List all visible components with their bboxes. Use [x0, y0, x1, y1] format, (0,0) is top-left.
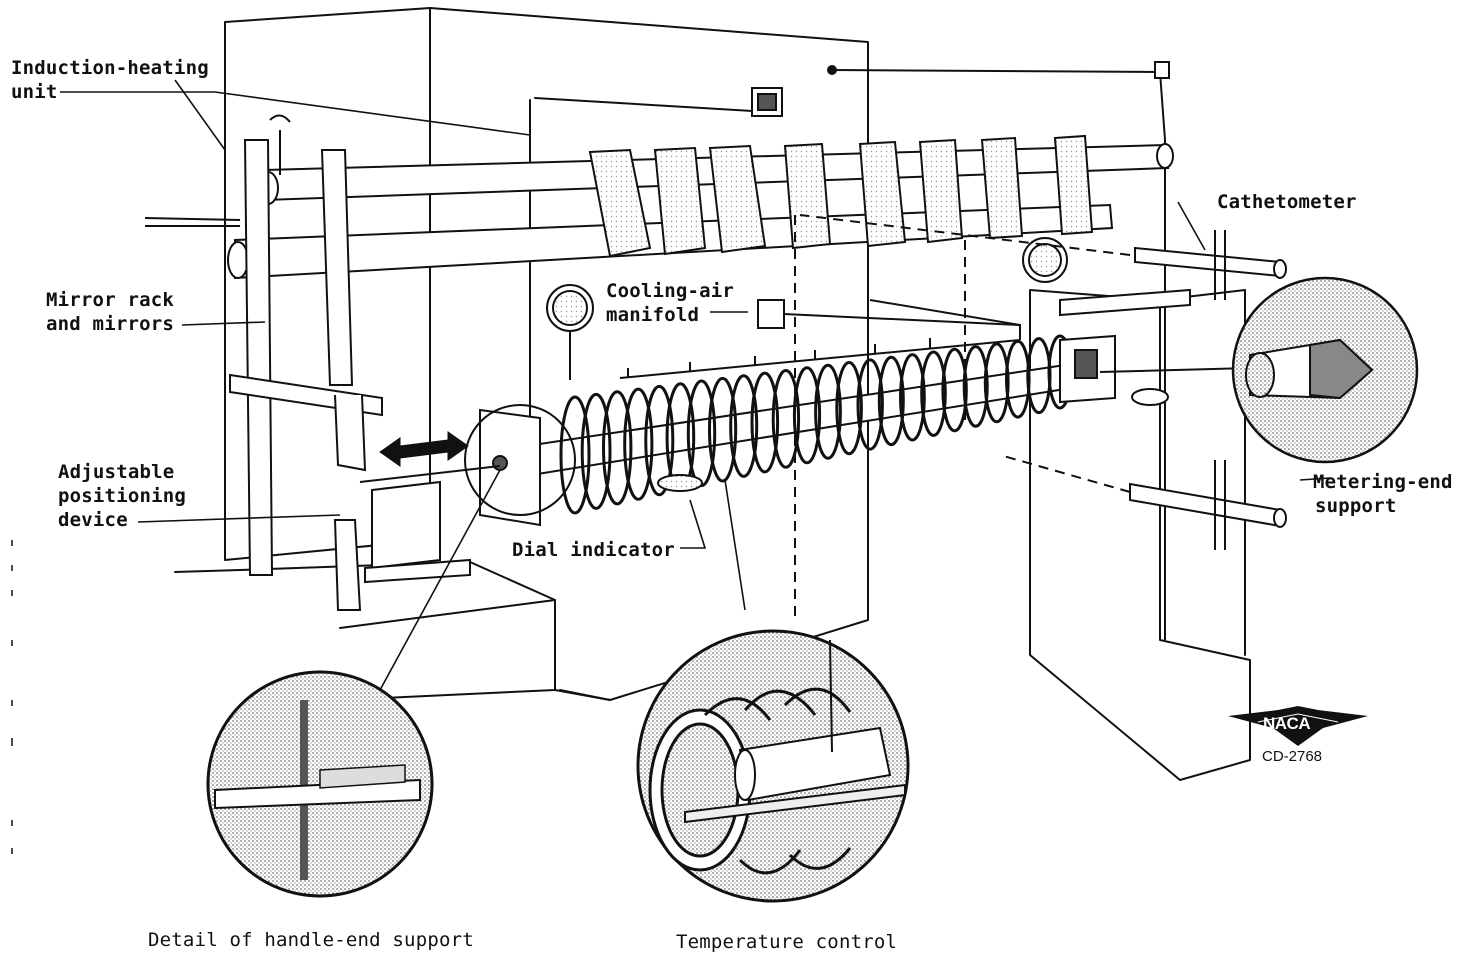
coil-loop	[708, 376, 738, 483]
coil-loop	[941, 347, 968, 433]
coil-loop	[580, 392, 612, 510]
coil-loop	[835, 361, 863, 456]
handle-end-inset	[206, 670, 434, 898]
induction-coil	[559, 334, 1073, 515]
coil-loop	[729, 374, 759, 478]
coil-loop	[920, 350, 947, 437]
coil-loop	[899, 353, 926, 442]
coil-loop	[623, 387, 654, 501]
label-dial-indicator: Dial indicator	[512, 539, 675, 561]
coil-loop	[856, 358, 884, 451]
coil-loop	[792, 366, 822, 465]
naca-wings-logo	[1228, 706, 1368, 746]
coil-loop	[877, 355, 905, 447]
coil-loop	[559, 395, 591, 515]
naca-logo-text: NACA	[1263, 714, 1311, 733]
coil-loop	[814, 363, 842, 460]
figure-code: CD-2768	[1262, 748, 1323, 765]
coil-loop	[644, 384, 675, 497]
label-cathetometer: Cathetometer	[1217, 191, 1357, 213]
coil-loop	[962, 345, 989, 428]
coil-loop	[983, 342, 1010, 424]
caption-handle-end-detail: Detail of handle-end support	[148, 929, 474, 951]
metering-end-inset	[1231, 276, 1419, 464]
temperature-control-inset	[636, 629, 910, 903]
coil-loop	[602, 390, 633, 506]
caption-temperature-control: Temperature control	[676, 931, 898, 953]
right-cabinet-outline	[1029, 289, 1251, 781]
center-back-panel	[429, 7, 869, 701]
coil-loop	[771, 369, 801, 469]
coil-loop	[750, 371, 780, 474]
